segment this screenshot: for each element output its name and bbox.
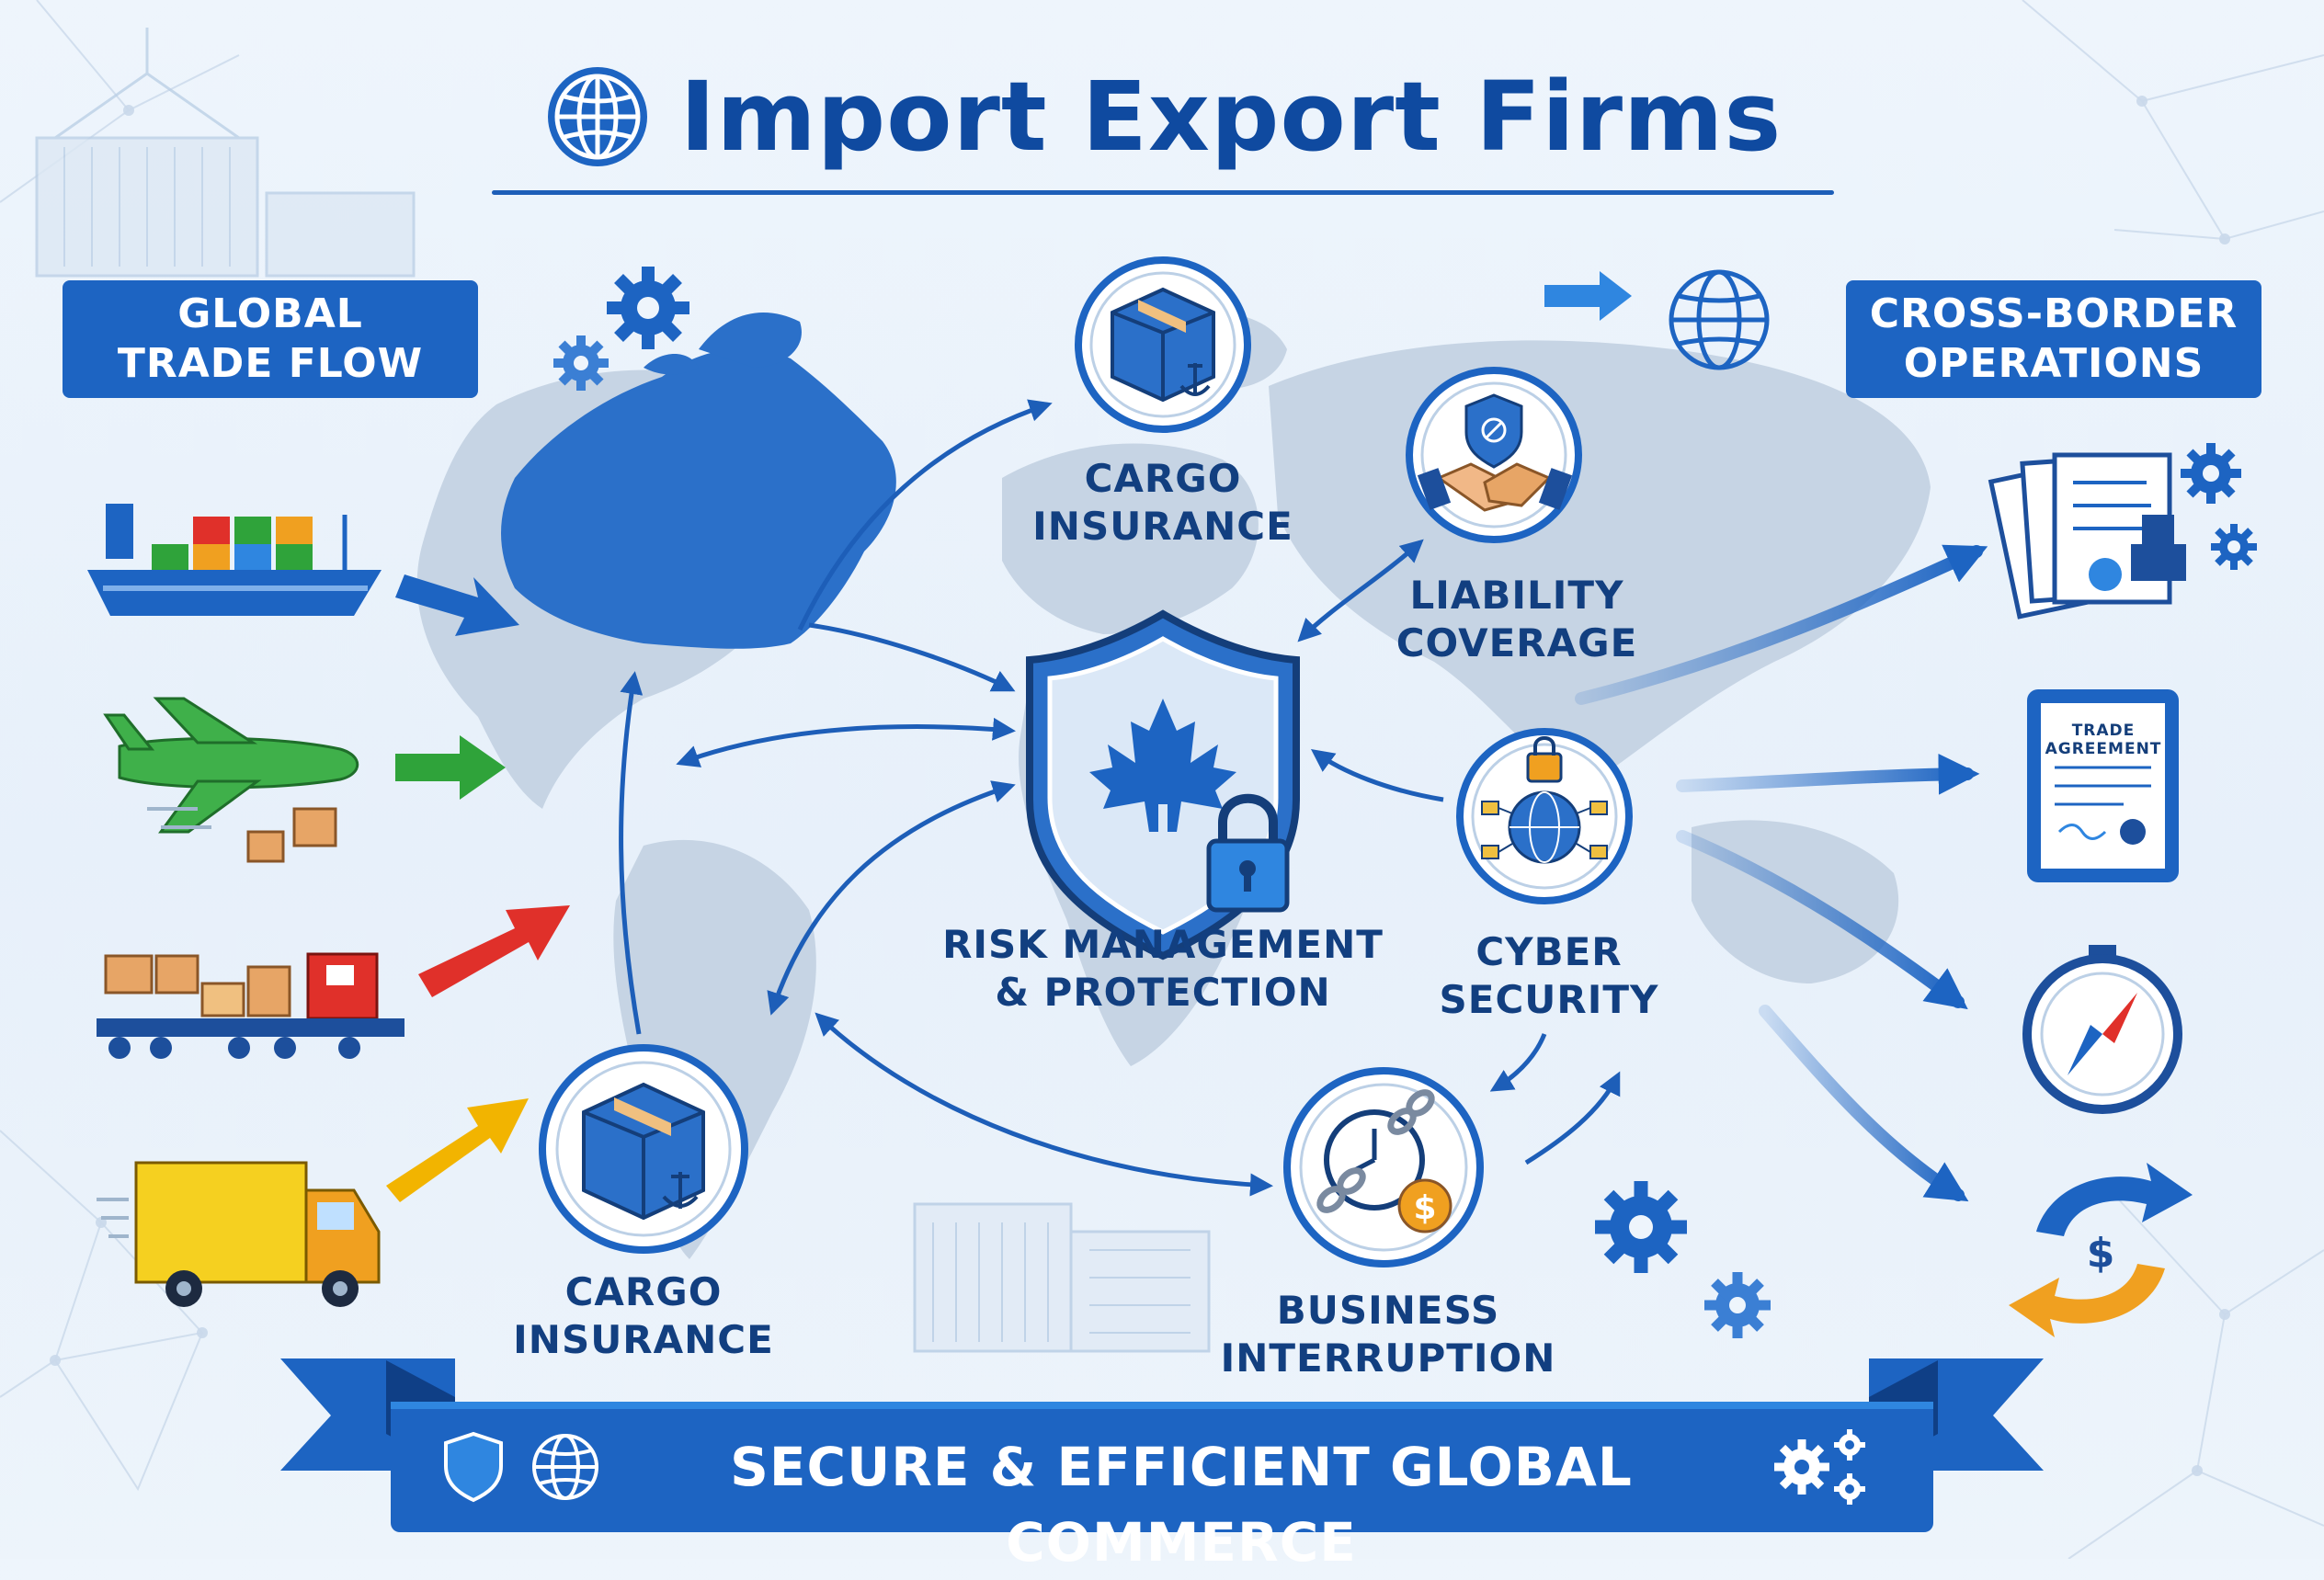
node-liability-coverage xyxy=(1406,367,1582,543)
global-trade-flow-line2: TRADE FLOW xyxy=(117,340,424,387)
trade-agreement-line2: AGREEMENT xyxy=(2045,740,2162,758)
arrow-canada-cargo-top xyxy=(797,399,1053,631)
banner-text: SECURE & EFFICIENT GLOBAL COMMERCE xyxy=(730,1436,1633,1574)
node-cyber-security xyxy=(1456,728,1633,904)
cross-border-operations-line2: OPERATIONS xyxy=(1903,340,2204,387)
banner-gears-icon xyxy=(1774,1429,1865,1505)
svg-text:$: $ xyxy=(2087,1230,2115,1277)
train-arrow xyxy=(418,905,570,997)
label-cyber-security-line2: SECURITY xyxy=(1439,977,1659,1022)
label-cargo-insurance-bottom-line1: CARGO xyxy=(564,1269,723,1314)
transport-arrows xyxy=(386,574,570,1202)
label-risk-management-line2: & PROTECTION xyxy=(995,970,1331,1015)
operations-fan-arrows xyxy=(1575,544,1988,1202)
trade-agreement-tablet-icon xyxy=(2027,689,2179,882)
risk-management-shield xyxy=(1026,609,1300,961)
gear-icon-bottom-small xyxy=(1704,1272,1771,1338)
label-business-interruption: BUSINESS INTERRUPTION xyxy=(1195,1287,1581,1382)
maple-leaf-icon xyxy=(1089,699,1236,832)
faded-warehouse-icon xyxy=(913,1202,1211,1353)
freight-train-icon xyxy=(97,952,404,1059)
arrow-cyber-risk xyxy=(1310,749,1444,802)
page-title: Import Export Firms xyxy=(679,61,1783,173)
node-cargo-insurance-top xyxy=(1075,256,1251,433)
truck-arrow xyxy=(386,1098,529,1202)
gear-icon-documents xyxy=(2181,443,2257,570)
node-cargo-insurance-bottom xyxy=(539,1044,748,1254)
airplane-icon xyxy=(103,697,359,863)
cargo-ship-icon xyxy=(87,504,382,616)
banner-shield-icon xyxy=(444,1431,503,1503)
title-underline xyxy=(492,190,1834,195)
label-cargo-insurance-bottom: CARGO INSURANCE xyxy=(460,1268,827,1364)
label-liability-coverage-line2: COVERAGE xyxy=(1396,620,1638,665)
cyber-network-lock-icon xyxy=(1481,736,1608,864)
connection-arrows xyxy=(619,399,1621,1197)
arrow-risk-south-america xyxy=(767,780,1016,1016)
cross-border-operations-line1: CROSS-BORDER xyxy=(1869,290,2239,337)
gear-icon-top-left xyxy=(607,267,689,349)
label-liability-coverage-line1: LIABILITY xyxy=(1409,573,1624,618)
label-cargo-insurance-bottom-line2: INSURANCE xyxy=(513,1317,774,1362)
trade-agreement-text: TRADE AGREEMENT xyxy=(2043,722,2164,758)
arrow-south-america-business xyxy=(815,1012,1273,1197)
label-cargo-insurance-top-line1: CARGO xyxy=(1084,456,1242,501)
arrow-canada-risk xyxy=(808,622,1016,692)
label-cargo-insurance-top-line2: INSURANCE xyxy=(1032,504,1293,549)
ship-arrow xyxy=(395,574,519,636)
cargo-box-anchor-icon xyxy=(582,1082,705,1221)
arrow-business-up xyxy=(1524,1071,1621,1165)
cross-border-operations-tag: CROSS-BORDER OPERATIONS xyxy=(1846,280,2261,398)
small-globe-icon xyxy=(1669,269,1770,370)
label-risk-management-line1: RISK MANAGEMENT xyxy=(942,922,1384,967)
documents-stamp-icon xyxy=(1988,443,2257,619)
faded-container-stack-icon xyxy=(35,28,416,278)
label-risk-management: RISK MANAGEMENT & PROTECTION xyxy=(928,921,1397,1017)
currency-exchange-icon: $ xyxy=(2009,1163,2193,1337)
bottom-ribbon-banner xyxy=(280,1358,2044,1532)
clock-chain-dollar-icon: $ xyxy=(1316,1089,1452,1233)
plane-arrow xyxy=(395,735,506,800)
delivery-truck-icon xyxy=(97,1161,381,1307)
label-cargo-insurance-top: CARGO INSURANCE xyxy=(979,455,1347,551)
globe-icon xyxy=(547,67,647,166)
arrow-map-risk xyxy=(676,717,1016,767)
canada-map-icon xyxy=(501,348,896,649)
small-right-arrow-icon xyxy=(1544,271,1632,321)
label-cyber-security: CYBER SECURITY xyxy=(1407,928,1692,1024)
label-business-interruption-line1: BUSINESS xyxy=(1276,1288,1500,1333)
arrow-cargo-bottom-canada xyxy=(619,671,644,1035)
label-business-interruption-line2: INTERRUPTION xyxy=(1220,1336,1556,1381)
global-trade-flow-tag: GLOBAL TRADE FLOW xyxy=(63,280,478,398)
arrow-cyber-business xyxy=(1489,1033,1547,1092)
label-liability-coverage: LIABILITY COVERAGE xyxy=(1342,572,1692,667)
cargo-box-anchor-icon xyxy=(1111,287,1215,403)
handshake-shield-icon xyxy=(1417,393,1573,512)
label-cyber-security-line1: CYBER xyxy=(1475,929,1623,974)
gear-icon-bottom-center xyxy=(1595,1181,1687,1273)
trade-agreement-line1: TRADE xyxy=(2071,722,2136,740)
svg-text:$: $ xyxy=(1413,1189,1436,1227)
compass-icon xyxy=(2022,945,2182,1114)
node-business-interruption: $ xyxy=(1283,1067,1484,1267)
global-trade-flow-line1: GLOBAL xyxy=(177,290,363,337)
arrow-risk-liability xyxy=(1297,539,1424,642)
header: Import Export Firms xyxy=(0,48,2324,186)
gear-icon-small-left xyxy=(553,335,609,391)
padlock-icon xyxy=(1206,793,1290,913)
banner-globe-icon xyxy=(532,1434,598,1500)
